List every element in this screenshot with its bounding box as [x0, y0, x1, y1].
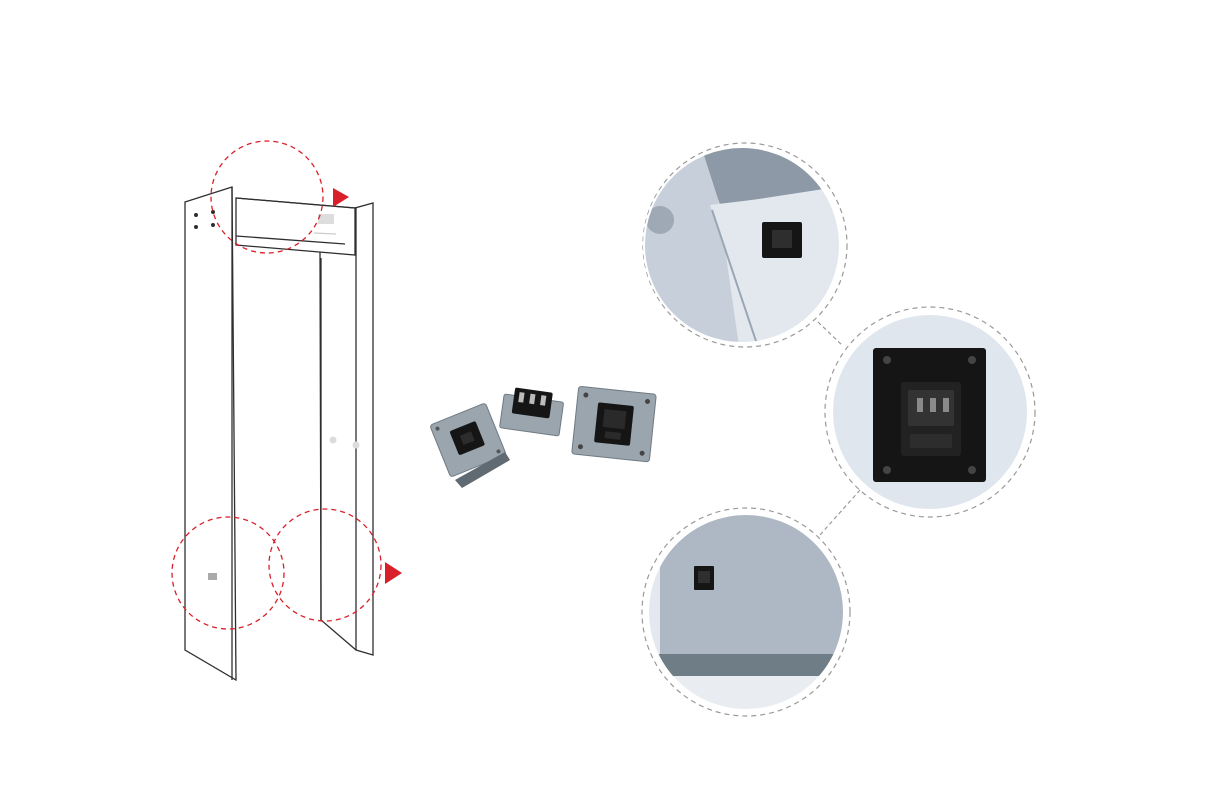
socket-plate-1	[430, 403, 506, 477]
screw-dot	[211, 223, 215, 227]
left-panel	[184, 186, 237, 682]
loose-sockets-photo	[430, 386, 657, 488]
highlight-circle-top	[210, 140, 324, 254]
callout-connector	[817, 321, 844, 347]
top-beam-edge	[235, 197, 356, 209]
sensor-dot	[352, 441, 360, 449]
lower-socket-mark	[208, 573, 217, 580]
walkthrough-gate-drawing	[184, 186, 374, 682]
socket-plate-1-shadow	[455, 452, 510, 488]
top-beam-underside	[235, 235, 346, 245]
highlight-markers	[171, 140, 382, 630]
top-power-socket-closeup	[644, 147, 840, 343]
red-triangle-arrow-icon	[333, 188, 349, 207]
screw-dot	[194, 225, 198, 229]
callout-ring-3	[641, 507, 851, 717]
callout-circle-1	[643, 146, 841, 344]
highlight-circle-bottom-left	[171, 516, 285, 630]
highlight-circle-bottom-right	[268, 508, 382, 622]
callout-circle-2	[831, 313, 1029, 511]
right-panel	[319, 202, 374, 656]
socket-plate-3	[571, 386, 657, 463]
callout-ring-2	[824, 306, 1036, 518]
red-triangle-arrow-icon	[385, 562, 402, 584]
socket-plate-2	[499, 387, 564, 437]
sensor-dot	[329, 436, 337, 444]
screw-dot	[194, 213, 198, 217]
callout-circle-3	[647, 513, 845, 711]
beam-socket-mark	[318, 214, 334, 224]
callout-connector	[819, 489, 861, 536]
screw-dot	[211, 210, 215, 214]
socket-closeup	[832, 314, 1028, 510]
beam-detail-line	[313, 232, 337, 235]
